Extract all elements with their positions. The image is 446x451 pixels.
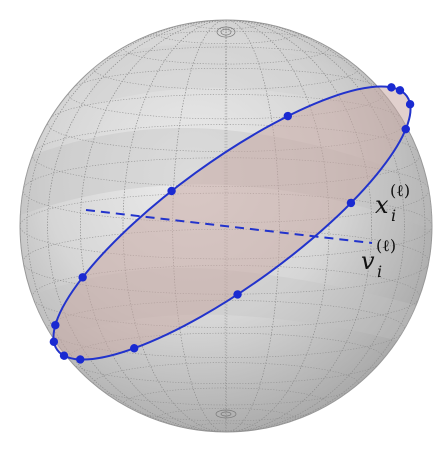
mesh-latitude bbox=[47, 300, 405, 358]
curve-point bbox=[395, 86, 405, 95]
plane-disk bbox=[53, 86, 411, 360]
label-v-base: v bbox=[361, 247, 375, 275]
curve-point bbox=[49, 337, 59, 346]
label-v-sup: (ℓ) bbox=[376, 236, 396, 255]
normal-vector-line bbox=[85, 209, 373, 244]
pole-markers bbox=[215, 26, 237, 419]
label-x-sub: i bbox=[391, 206, 396, 225]
curve-point bbox=[233, 290, 242, 299]
label-v: v i (ℓ) bbox=[361, 236, 396, 281]
curve-point bbox=[78, 273, 87, 282]
curve-point bbox=[51, 320, 60, 330]
curve-point bbox=[283, 111, 293, 121]
curve-points bbox=[49, 83, 415, 364]
curve-point bbox=[405, 100, 415, 109]
mesh-longitude bbox=[47, 20, 405, 432]
label-x: x i (ℓ) bbox=[375, 181, 410, 225]
mesh-longitude bbox=[80, 20, 372, 432]
mesh-latitude bbox=[22, 229, 430, 295]
curve-point bbox=[346, 198, 356, 208]
mesh-longitude bbox=[122, 20, 330, 432]
curve-point bbox=[129, 344, 139, 353]
label-v-sub: i bbox=[377, 262, 382, 281]
curve-point bbox=[167, 186, 176, 196]
label-x-sup: (ℓ) bbox=[390, 181, 410, 200]
curve-point bbox=[401, 124, 410, 134]
label-x-base: x bbox=[375, 191, 389, 219]
mesh-longitude bbox=[26, 20, 426, 432]
curve-point bbox=[59, 351, 69, 360]
curve-point bbox=[76, 355, 85, 364]
great-circle-curve bbox=[52, 85, 412, 361]
curve-point bbox=[387, 83, 396, 92]
mesh-latitude bbox=[93, 46, 359, 90]
